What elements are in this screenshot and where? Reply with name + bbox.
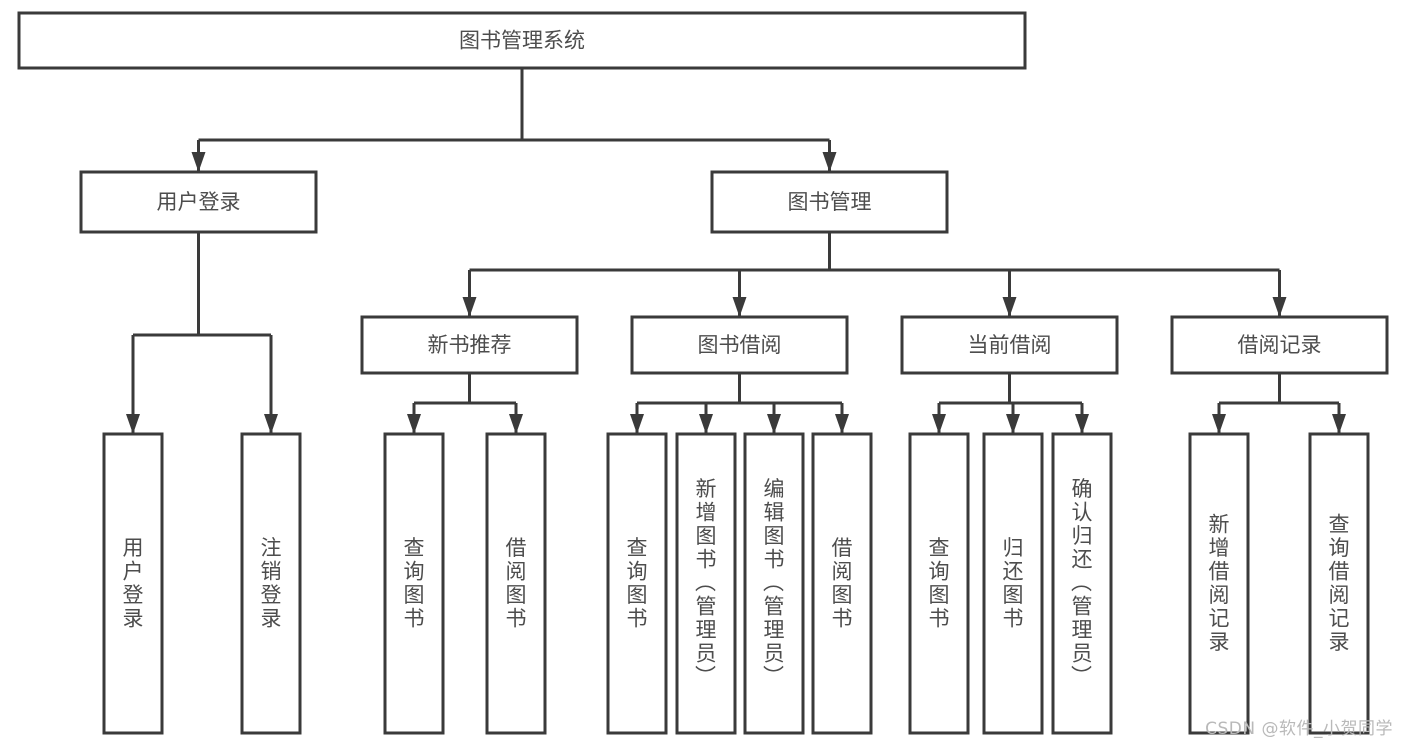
arrow-head-icon [509,414,523,434]
arrow-head-icon [264,414,278,434]
arrow-head-icon [822,152,837,172]
connector-group-user-login [126,232,278,434]
node-leaf-query-book-2[interactable]: 查询图书 [606,432,668,735]
node-label: 图书管理 [788,190,872,214]
node-label: 查询图书 [929,536,950,631]
node-label: 用户登录 [157,190,241,214]
node-leaf-query-book-3[interactable]: 查询图书 [908,432,970,735]
node-label: 借阅记录 [1238,333,1322,357]
connector-group-book-borrow [630,373,849,434]
node-borrow-record[interactable]: 借阅记录 [1170,315,1389,375]
connector-group-root [191,68,837,172]
arrow-head-icon [126,414,140,434]
node-box [360,315,579,375]
node-label: 新增图书（管理员） [695,477,717,689]
arrow-head-icon [462,297,477,317]
node-box [908,432,970,735]
connector-group-new-book-recommend [407,373,523,434]
node-box [102,432,164,735]
node-label: 查询图书 [627,536,648,631]
connector-group-current-borrow [932,373,1089,434]
node-box [811,432,873,735]
arrow-head-icon [732,297,747,317]
node-root[interactable]: 图书管理系统 [17,11,1027,70]
node-box [900,315,1119,375]
node-label: 编辑图书（管理员） [763,477,785,689]
node-box [383,432,445,735]
node-label: 注销登录 [261,536,282,631]
watermark-label: CSDN @软件_小贺同学 [1205,719,1393,739]
node-label: 图书管理系统 [459,29,585,53]
arrow-head-icon [1272,297,1287,317]
node-leaf-query-record[interactable]: 查询借阅记录 [1308,432,1370,735]
node-new-book-recommend[interactable]: 新书推荐 [360,315,579,375]
node-leaf-edit-book[interactable]: 编辑图书（管理员） [743,432,805,735]
node-leaf-borrow-book-2[interactable]: 借阅图书 [811,432,873,735]
node-label: 新增借阅记录 [1209,512,1230,654]
node-book-borrow[interactable]: 图书借阅 [630,315,849,375]
arrow-head-icon [1332,414,1346,434]
node-label: 归还图书 [1003,536,1024,631]
node-box [710,170,949,234]
node-label: 用户登录 [123,536,144,631]
arrow-head-icon [191,152,206,172]
node-label: 图书借阅 [698,333,782,357]
node-box [79,170,318,234]
arrow-head-icon [630,414,644,434]
node-label: 确认归还（管理员） [1071,477,1093,689]
node-label: 查询图书 [404,536,425,631]
node-box [982,432,1044,735]
node-leaf-add-book[interactable]: 新增图书（管理员） [675,432,737,735]
node-label: 查询借阅记录 [1329,512,1350,654]
node-label: 当前借阅 [968,333,1052,357]
node-leaf-query-book-1[interactable]: 查询图书 [383,432,445,735]
arrow-head-icon [932,414,946,434]
node-box [17,11,1027,70]
node-leaf-user-login[interactable]: 用户登录 [102,432,164,735]
node-leaf-borrow-book-1[interactable]: 借阅图书 [485,432,547,735]
node-label: 借阅图书 [506,536,527,631]
node-leaf-add-record[interactable]: 新增借阅记录 [1188,432,1250,735]
arrow-head-icon [1212,414,1226,434]
node-leaf-confirm-return[interactable]: 确认归还（管理员） [1051,432,1113,735]
arrow-head-icon [1002,297,1017,317]
node-label: 新书推荐 [428,333,512,357]
arrow-head-icon [699,414,713,434]
node-box [675,432,737,735]
arrow-head-icon [767,414,781,434]
node-box [1188,432,1250,735]
arrow-head-icon [1006,414,1020,434]
node-book-manage[interactable]: 图书管理 [710,170,949,234]
node-box [1051,432,1113,735]
node-box [240,432,302,735]
node-label: 借阅图书 [832,536,853,631]
node-box [743,432,805,735]
node-box [630,315,849,375]
node-current-borrow[interactable]: 当前借阅 [900,315,1119,375]
node-leaf-logout-login[interactable]: 注销登录 [240,432,302,735]
node-box [1308,432,1370,735]
node-user-login[interactable]: 用户登录 [79,170,318,234]
node-layer: 图书管理系统用户登录图书管理新书推荐图书借阅当前借阅借阅记录用户登录注销登录查询… [17,11,1389,735]
node-box [606,432,668,735]
node-box [1170,315,1389,375]
connector-group-book-manage [462,232,1287,317]
connector-layer [126,68,1346,434]
node-leaf-return-book[interactable]: 归还图书 [982,432,1044,735]
arrow-head-icon [1075,414,1089,434]
arrow-head-icon [835,414,849,434]
node-box [485,432,547,735]
arrow-head-icon [407,414,421,434]
connector-group-borrow-record [1212,373,1346,434]
